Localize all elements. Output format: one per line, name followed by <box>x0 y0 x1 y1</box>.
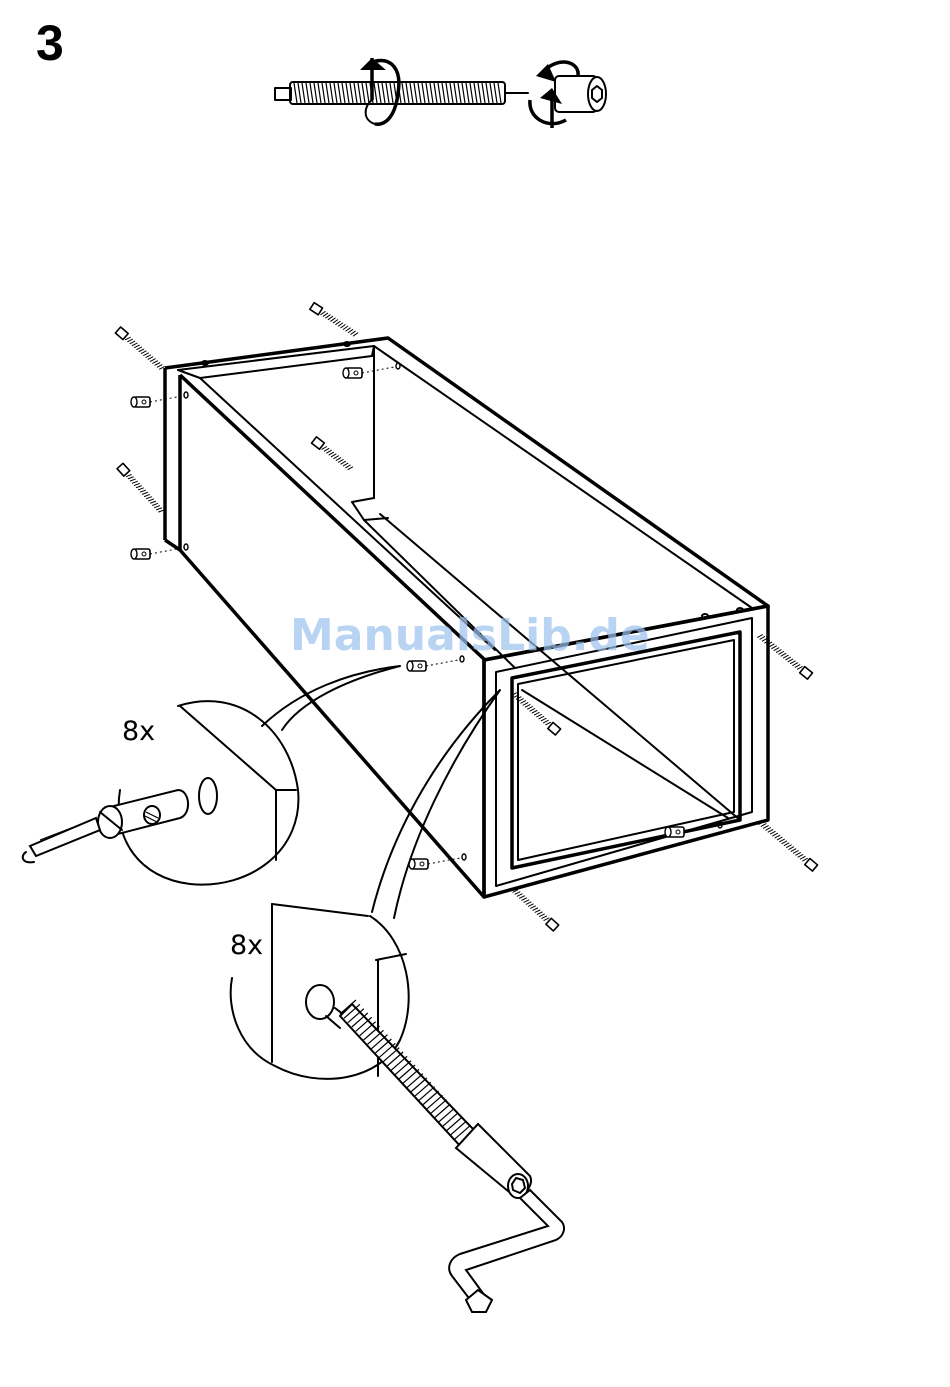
socket-rotation-icon <box>530 62 606 128</box>
threaded-dowel-rotation-icon <box>275 58 528 124</box>
screwdriver-icon <box>23 818 100 862</box>
watermark-text: ManualsLib.de <box>290 614 650 658</box>
dowel-quantity-label: 8x <box>230 932 263 959</box>
threaded-dowel-detail-icon <box>231 690 531 1198</box>
cam-lock-quantity-label: 8x <box>122 718 155 745</box>
allen-key-icon <box>449 1190 564 1312</box>
cam-lock-detail-icon <box>98 666 400 885</box>
